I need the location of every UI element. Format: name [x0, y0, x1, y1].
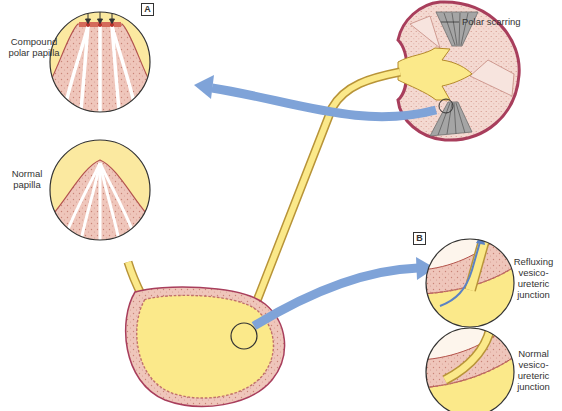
bladder — [126, 287, 285, 406]
normal-papilla-view — [40, 130, 170, 250]
bladder-lumen — [137, 295, 274, 398]
magnifier-circle — [50, 12, 150, 112]
papilla-tissue — [40, 160, 160, 250]
ureter — [470, 226, 488, 290]
normal-vuj-view — [420, 318, 530, 411]
ureter — [445, 318, 492, 380]
collecting-ducts — [62, 26, 138, 120]
part-label: Normal papilla — [6, 168, 48, 190]
magnifier-circle — [426, 239, 514, 327]
renal-pyramid — [410, 16, 440, 48]
arrow-head — [194, 75, 214, 99]
arrow-head — [476, 232, 485, 245]
renal-pyramid — [470, 60, 514, 96]
refluxing-vuj-view — [420, 226, 530, 335]
focus-circle — [439, 99, 453, 113]
part-label: Normal vesico-ureteric junction — [505, 348, 562, 392]
magnify-arrow — [254, 268, 418, 326]
part-label: Refluxing vesico-ureteric junction — [505, 256, 562, 300]
scarred-pyramid — [430, 102, 472, 136]
part-label: Polar scarring — [462, 16, 552, 27]
magnify-arrow — [212, 88, 436, 117]
leader-line — [441, 22, 459, 23]
panel-letter: A — [141, 3, 154, 16]
panel-letter: B — [413, 232, 426, 245]
calyx-lumen — [40, 130, 170, 250]
focus-circle — [231, 323, 257, 349]
ureter-outline — [445, 318, 492, 380]
reflux-arrows — [86, 12, 115, 24]
ureter-outline — [470, 226, 488, 290]
compound-papilla-view — [40, 0, 170, 130]
magnifier-circle — [50, 140, 150, 240]
papilla-tissue — [40, 24, 160, 130]
scar-lines — [438, 103, 465, 135]
reflux-arrow — [440, 242, 480, 306]
magnifier-circle — [426, 328, 514, 411]
part-label: Compound polar papilla — [0, 36, 68, 58]
renal-pelvis — [398, 48, 472, 100]
bladder-wall — [126, 287, 285, 406]
